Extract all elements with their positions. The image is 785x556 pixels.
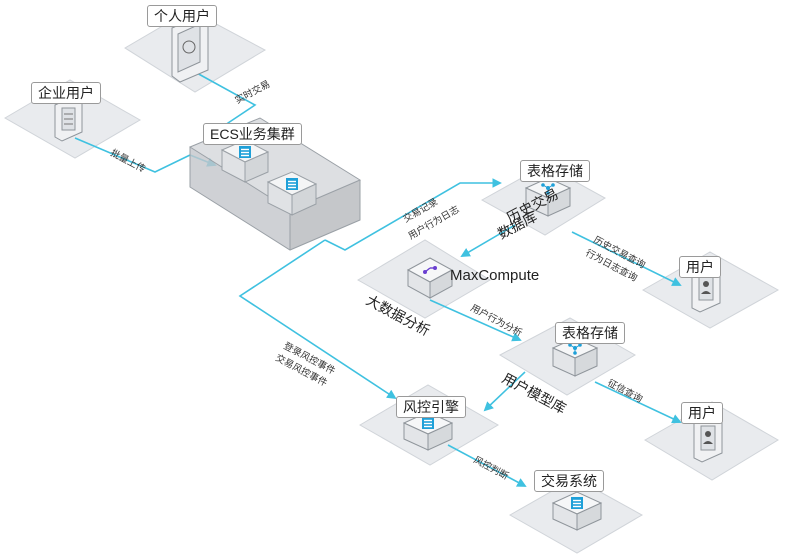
- flow-model-to-risk: [483, 371, 526, 412]
- label-trade-system: 交易系统: [534, 470, 604, 492]
- table-store-icon: [568, 343, 582, 355]
- maxcompute-icon: [423, 266, 437, 274]
- server-icon: [285, 177, 299, 191]
- ecs-cluster-box: [188, 117, 362, 251]
- flow-to-table-store: [324, 178, 502, 251]
- personal-user-device: [171, 15, 209, 83]
- table-store-1-cube: [524, 177, 572, 217]
- label-risk-engine: 风控引擎: [396, 396, 466, 418]
- flow-history-query: [571, 231, 682, 286]
- label-maxcompute: MaxCompute: [450, 267, 540, 284]
- flow-history-to-bigdata: [460, 224, 516, 257]
- flow-to-risk-engine: [238, 239, 397, 400]
- trade-system-cube: [551, 491, 603, 531]
- flow-credit-query: [594, 381, 682, 424]
- label-user-1: 用户: [679, 256, 721, 278]
- label-personal-user: 个人用户: [147, 5, 217, 27]
- enterprise-user-device: [54, 95, 83, 142]
- server-icon: [421, 416, 435, 430]
- label-table-store-2: 表格存储: [555, 322, 625, 344]
- ecs-server-2: [266, 171, 318, 216]
- user-2-device: [693, 412, 723, 463]
- label-enterprise-user: 企业用户: [31, 82, 101, 104]
- label-user-2: 用户: [681, 402, 723, 424]
- ecs-server-1: [220, 139, 270, 183]
- maxcompute-cube: [406, 257, 454, 299]
- label-ecs-cluster: ECS业务集群: [203, 123, 302, 145]
- flow-bigdata-to-model: [429, 299, 522, 342]
- server-icon: [570, 496, 584, 510]
- server-icon: [238, 145, 252, 159]
- table-store-icon: [541, 183, 555, 195]
- flow-risk-judgement: [447, 444, 527, 487]
- label-table-store-1: 表格存储: [520, 160, 590, 182]
